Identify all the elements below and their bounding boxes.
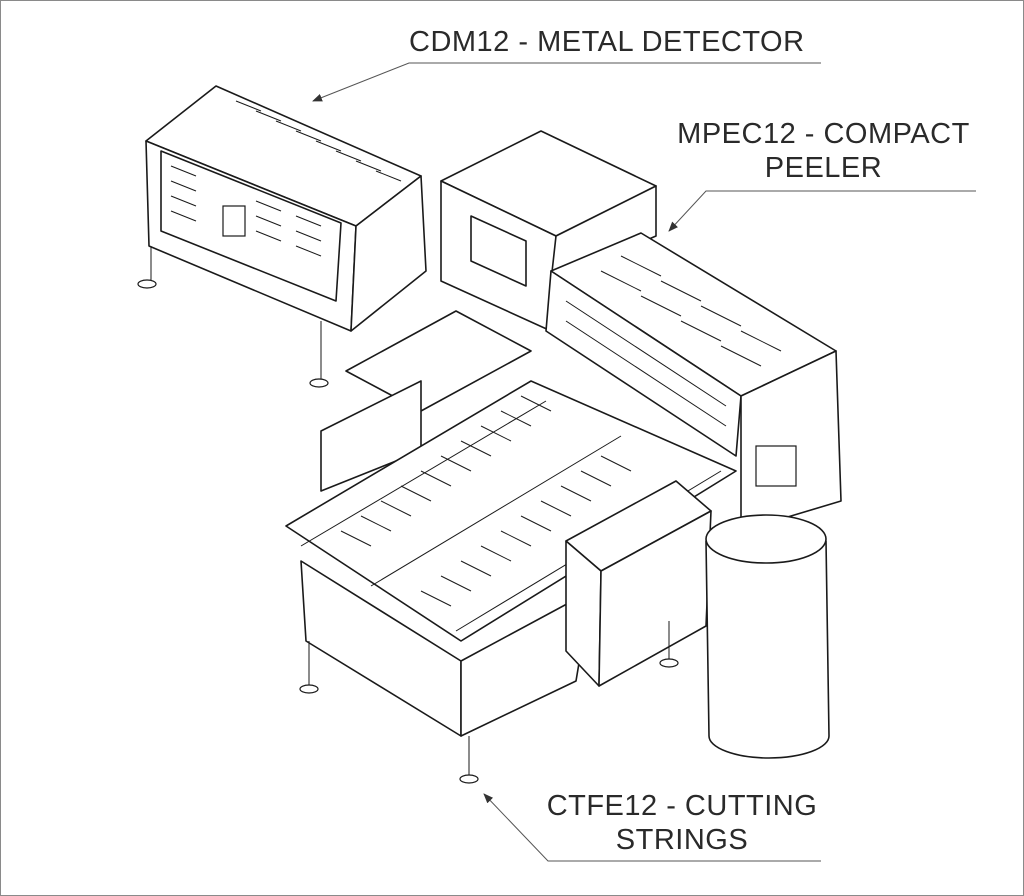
cutting-strings-machine (285, 310, 737, 784)
metal-detector-machine (137, 85, 427, 388)
conveyor-slats (340, 395, 632, 607)
label-peeler-line2: PEELER (764, 152, 883, 184)
leader-metal-detector (312, 62, 821, 102)
leader-peeler (668, 190, 976, 232)
label-peeler-line1: MPEC12 - COMPACT (677, 118, 970, 150)
leader-cutting-strings (483, 793, 821, 862)
compact-peeler-machine (440, 130, 842, 532)
label-cutting-line2: STRINGS (615, 824, 749, 856)
collection-bin (705, 514, 830, 759)
label-metal-detector: CDM12 - METAL DETECTOR (409, 26, 805, 58)
label-cutting-line1: CTFE12 - CUTTING (546, 790, 818, 822)
